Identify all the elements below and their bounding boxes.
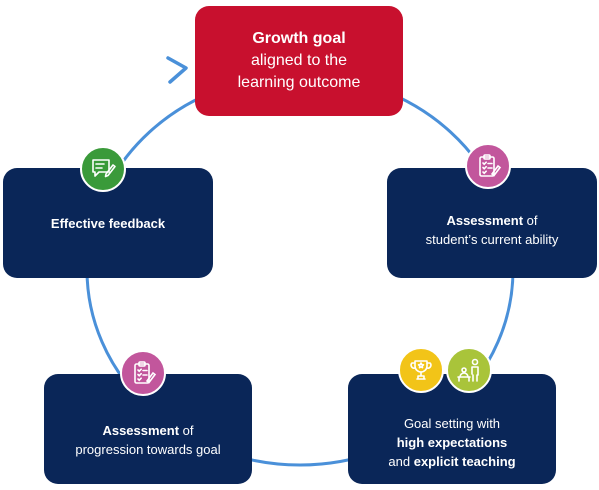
teacher-icon <box>446 347 492 393</box>
goal-setting-box: Goal setting with high expectations and … <box>348 374 556 484</box>
assessment-progress-line1: Assessment of <box>102 423 194 438</box>
assessment-current-line1: Assessment of <box>446 213 538 228</box>
clipboard-checklist-icon <box>465 143 511 189</box>
goal-setting-line2: high expectations <box>396 434 508 450</box>
clipboard-checklist-icon <box>120 350 166 396</box>
growth-goal-box: Growth goal aligned to the learning outc… <box>195 6 403 116</box>
growth-goal-line3: learning outcome <box>237 74 361 91</box>
growth-goal-line2: aligned to the <box>250 52 348 69</box>
goal-setting-line3: and explicit teaching <box>388 453 516 469</box>
goal-setting-line1: Goal setting with <box>403 415 501 431</box>
feedback-title: Effective feedback <box>50 215 166 231</box>
arrow-head <box>166 56 188 84</box>
trophy-icon <box>398 347 444 393</box>
assessment-current-line2: student’s current ability <box>425 232 559 247</box>
feedback-chat-icon <box>80 146 126 192</box>
assessment-progress-line2: progression towards goal <box>75 442 221 457</box>
growth-goal-title: Growth goal <box>252 30 346 47</box>
